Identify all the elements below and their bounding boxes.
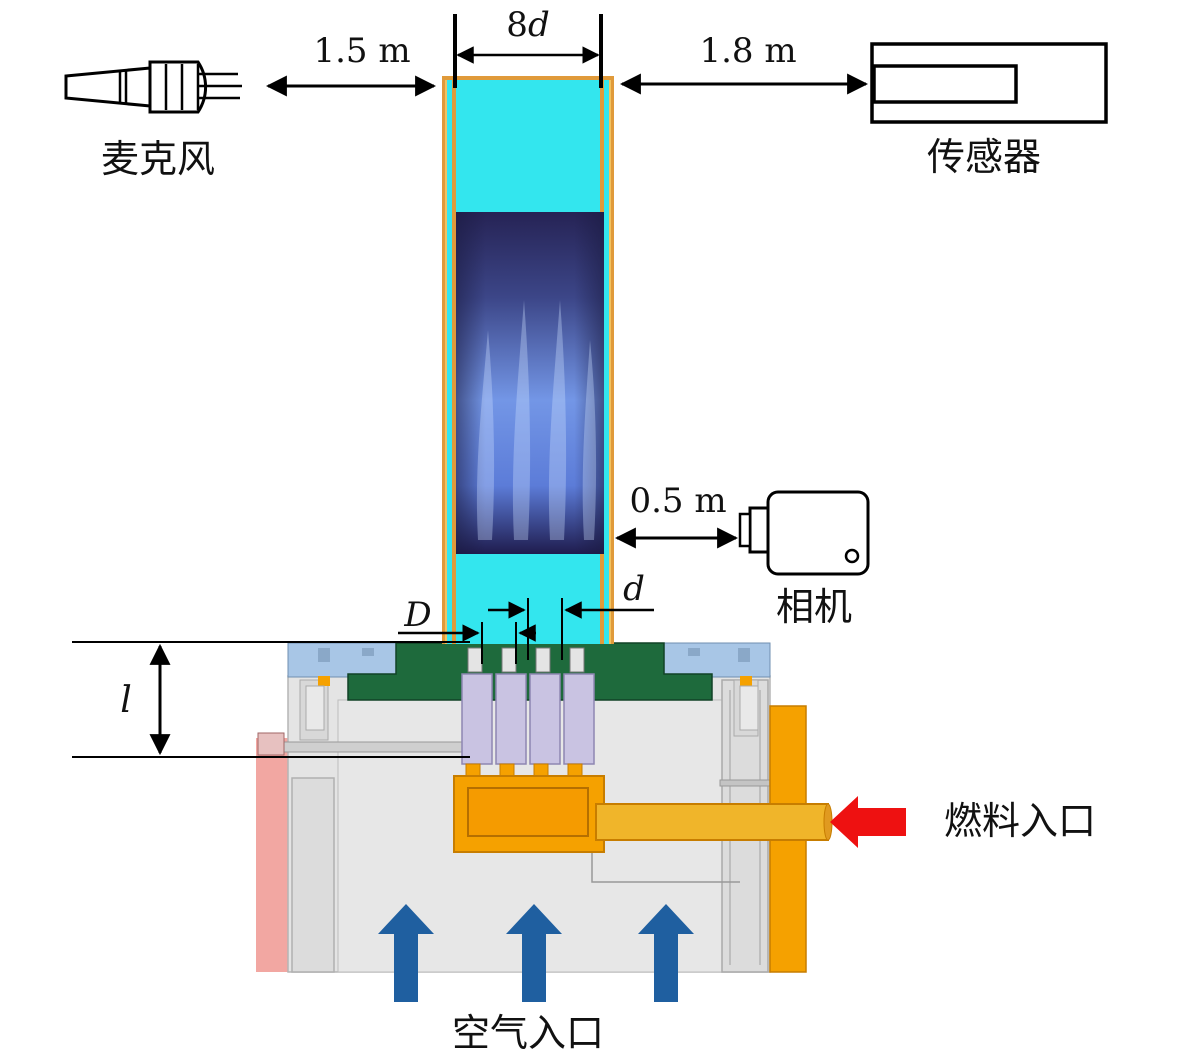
dim-mic-distance: 1.5 m: [265, 31, 437, 97]
label-sensor-distance: 1.8 m: [699, 31, 796, 71]
dim-8d: 8d: [453, 5, 603, 88]
label-fuel-inlet: 燃料入口: [944, 799, 1096, 843]
label-mic-distance: 1.5 m: [313, 31, 410, 71]
nozzle: [461, 673, 493, 765]
air-inlet-arrows: [378, 904, 694, 1002]
microphone-icon: [64, 60, 242, 114]
nozzle: [529, 673, 561, 765]
fuel-plenum: [453, 775, 833, 853]
nozzle-array: [461, 647, 595, 779]
dim-nozzle-diameter: D: [398, 595, 536, 664]
dim-sensor-distance: 1.8 m: [619, 31, 869, 95]
fuel-pipe: [595, 803, 829, 841]
plate-blue-right: [661, 642, 771, 678]
sensor-icon: [870, 42, 1108, 124]
air-arrow: [378, 904, 434, 1002]
quartz-tube: [442, 76, 614, 644]
pink-wall: [256, 738, 288, 972]
air-arrow: [506, 904, 562, 1002]
label-8d: 8d: [506, 5, 549, 45]
nozzle: [563, 673, 595, 765]
flange-green: [347, 642, 713, 701]
label-microphone: 麦克风: [101, 137, 215, 181]
label-camera-distance: 0.5 m: [629, 481, 726, 521]
camera-icon: [738, 490, 870, 576]
label-sensor: 传感器: [927, 135, 1041, 179]
dim-camera-distance: 0.5 m: [614, 481, 739, 549]
air-arrow: [638, 904, 694, 1002]
nozzle: [495, 673, 527, 765]
plate-blue-left: [287, 642, 399, 678]
fuel-inlet-arrow: [830, 796, 906, 848]
label-l: l: [120, 680, 132, 721]
label-air-inlet: 空气入口: [452, 1011, 604, 1055]
dim-length: l: [72, 641, 470, 758]
label-camera: 相机: [776, 585, 852, 629]
label-D: D: [403, 595, 431, 635]
top-flange: [287, 642, 771, 731]
label-d: d: [623, 569, 645, 609]
